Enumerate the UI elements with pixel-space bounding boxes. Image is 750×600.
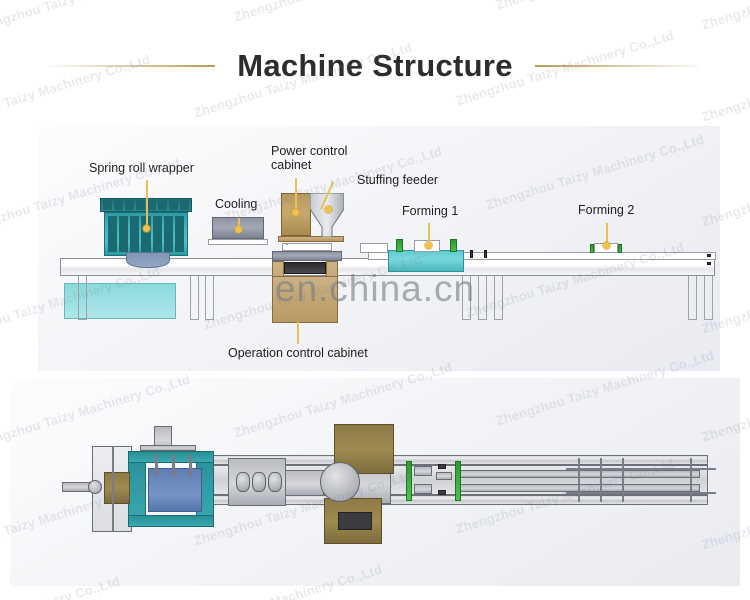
rail-end-mark xyxy=(707,262,711,265)
plan-detail-dark xyxy=(438,490,446,495)
rail-leg xyxy=(494,276,503,320)
plan-cooling-hole xyxy=(268,472,282,492)
plan-green-post xyxy=(406,461,412,501)
dot-spring-roll-wrapper xyxy=(143,225,150,232)
cooling-base xyxy=(208,239,268,245)
plan-longitudinal xyxy=(566,468,716,470)
plan-crossmember xyxy=(690,458,692,502)
plan-srw-frame-bottom xyxy=(128,515,214,527)
watermark-tile: Zhengzhou Taizy Machinery Co.,Ltd xyxy=(494,0,716,12)
rail-leg xyxy=(462,276,471,320)
rail-leg xyxy=(205,276,214,320)
stuffing-feeder-hopper xyxy=(309,192,345,238)
dot-cooling xyxy=(235,226,242,233)
leader-operation-control-cabinet xyxy=(297,322,299,344)
plan-cooling-hole xyxy=(236,472,250,492)
leader-power-control-cabinet xyxy=(295,178,297,212)
spacer xyxy=(286,243,288,245)
feeder-tray xyxy=(282,243,332,251)
label-cooling: Cooling xyxy=(215,197,258,211)
rail-leg xyxy=(704,276,713,320)
plan-crossmember xyxy=(600,458,602,502)
watermark-tile: Zhengzhou Taizy Machinery Co.,Ltd xyxy=(232,0,454,24)
plan-green-post xyxy=(455,461,461,501)
spring-roll-wrapper-tank xyxy=(64,283,176,319)
plan-left-tan-block xyxy=(104,472,130,504)
label-stuffing-feeder: Stuffing feeder xyxy=(357,173,439,187)
dot-power-control-cabinet xyxy=(292,209,299,216)
rail-mid-mark xyxy=(484,250,487,258)
rail-leg xyxy=(688,276,697,320)
dot-forming-1 xyxy=(425,242,432,249)
rail-leg xyxy=(190,276,199,320)
plan-cooling-hole xyxy=(252,472,266,492)
plan-right-beam-bottom xyxy=(460,484,700,492)
title-rule-right xyxy=(534,65,700,67)
label-power-control-cabinet: Power control cabinet xyxy=(271,144,348,172)
feeder-frame xyxy=(272,251,342,261)
spring-roll-wrapper-top-vents xyxy=(103,200,189,210)
watermark-tile: Zhengzhou Taizy Machinery Co.,Ltd xyxy=(0,0,192,36)
plan-left-upright xyxy=(112,446,114,532)
forming-2-post-right xyxy=(618,244,622,253)
plan-inlet-flange xyxy=(88,480,102,494)
plan-srw-rod xyxy=(155,455,158,477)
rail-end-mark xyxy=(707,254,711,257)
plan-srw-top-plate xyxy=(140,445,196,451)
leader-forming-1 xyxy=(428,223,430,245)
forming-2-post-left xyxy=(590,244,594,253)
spring-roll-wrapper-bowl xyxy=(126,252,170,268)
leader-forming-2 xyxy=(606,223,608,245)
label-operation-control-cabinet: Operation control cabinet xyxy=(228,346,368,360)
plan-crossmember xyxy=(622,458,624,502)
feeder-mount-plate xyxy=(278,236,344,242)
rail-leg xyxy=(78,276,87,320)
plan-srw-frame-top xyxy=(128,451,214,463)
plan-crossmember xyxy=(578,458,580,502)
leader-cooling xyxy=(238,218,240,229)
forming-1-post-left xyxy=(396,239,403,252)
plan-drive-block xyxy=(280,470,324,496)
plan-forming-block xyxy=(436,472,452,480)
spring-roll-wrapper-plates xyxy=(108,216,184,252)
upper-rail-strip xyxy=(368,252,716,260)
page-title-row: Machine Structure xyxy=(0,44,750,88)
plan-cabinet-panel xyxy=(338,512,372,530)
plan-longitudinal xyxy=(566,492,716,494)
forming-1-module xyxy=(388,250,464,272)
plan-operation-cabinet-bottom xyxy=(324,498,382,544)
title-rule-left xyxy=(50,65,216,67)
plan-forming-block xyxy=(414,466,432,476)
plan-forming-block xyxy=(414,484,432,494)
label-forming-2: Forming 2 xyxy=(578,203,635,217)
label-spring-roll-wrapper: Spring roll wrapper xyxy=(89,161,194,175)
plan-detail-dark xyxy=(438,464,446,469)
dot-forming-2 xyxy=(603,242,610,249)
label-forming-1: Forming 1 xyxy=(402,204,459,218)
operation-control-cabinet xyxy=(272,276,338,323)
hopper-shape xyxy=(309,192,345,238)
page-title: Machine Structure xyxy=(237,48,513,83)
rail-box-small xyxy=(360,243,388,253)
forming-1-post-right xyxy=(450,239,457,252)
dot-stuffing-feeder xyxy=(325,206,332,213)
plan-srw-rod xyxy=(172,455,175,477)
rail-mid-mark xyxy=(470,250,473,258)
leader-spring-roll-wrapper xyxy=(146,180,148,228)
feeder-motor xyxy=(284,262,326,274)
rail-leg xyxy=(478,276,487,320)
watermark-tile: Zhengzhou Taizy Machinery Co.,Ltd xyxy=(700,0,750,32)
plan-rotary-disc xyxy=(320,462,360,502)
plan-srw-rod xyxy=(189,455,192,477)
plan-right-beam-top xyxy=(460,470,700,478)
